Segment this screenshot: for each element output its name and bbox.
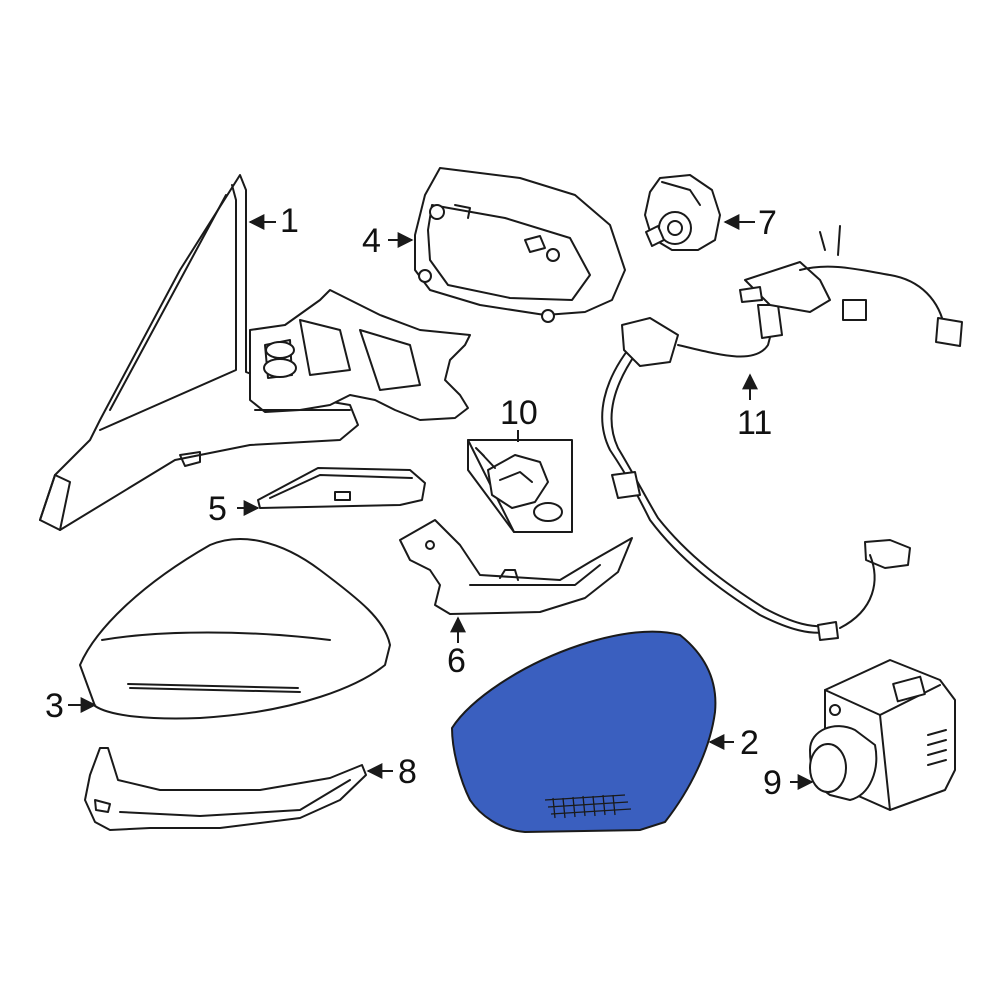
callout-5: 5 <box>208 490 227 528</box>
callout-4: 4 <box>362 222 381 260</box>
part-11-wiring-harness[interactable] <box>601 225 963 641</box>
callout-7: 7 <box>758 204 777 242</box>
part-9-camera[interactable] <box>809 659 956 811</box>
callout-10: 10 <box>500 394 538 432</box>
part-1-mirror-assembly[interactable] <box>39 174 471 531</box>
callout-1: 1 <box>280 202 299 240</box>
callout-2: 2 <box>740 724 759 762</box>
callout-labels: 1 2 3 4 5 6 7 8 9 10 11 <box>45 202 782 802</box>
callout-3: 3 <box>45 687 64 725</box>
part-6-signal-bracket[interactable] <box>399 519 633 615</box>
callout-9: 9 <box>763 764 782 802</box>
glass-highlight <box>450 630 717 834</box>
part-3-cover[interactable] <box>79 538 391 720</box>
part-10-box[interactable] <box>467 439 573 533</box>
part-4-housing-frame[interactable] <box>414 167 626 323</box>
part-8-signal-lamp[interactable] <box>84 747 367 831</box>
part-5-lower-trim[interactable] <box>257 467 426 509</box>
callout-11: 11 <box>737 404 772 442</box>
part-2-mirror-glass[interactable] <box>450 630 717 834</box>
leader-lines <box>68 214 814 790</box>
callout-6: 6 <box>447 642 466 680</box>
callout-8: 8 <box>398 753 417 791</box>
part-7-motor[interactable] <box>644 174 721 251</box>
